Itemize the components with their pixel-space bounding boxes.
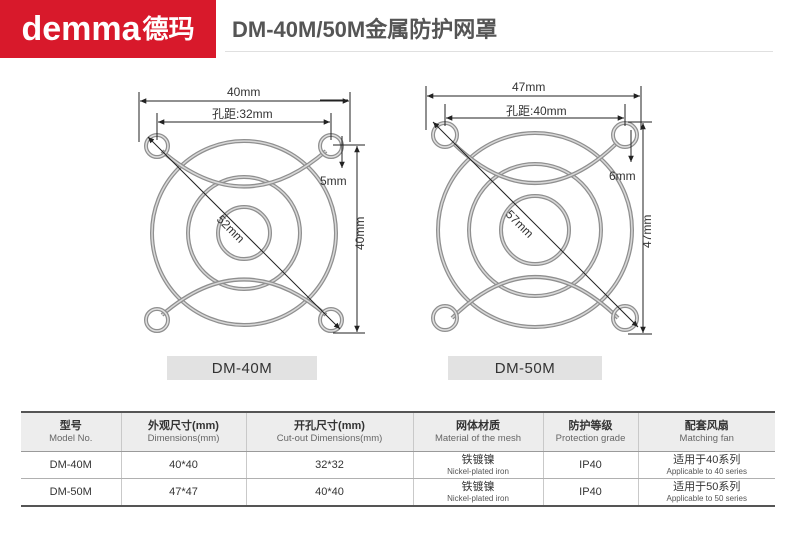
header-cutout: 开孔尺寸(mm) Cut-out Dimensions(mm): [246, 411, 414, 452]
table-row: DM-50M 47*47 40*40 铁镀镍 Nickel-plated iro…: [21, 478, 775, 507]
header-model-en: Model No.: [49, 433, 93, 444]
header-model: 型号 Model No.: [21, 411, 122, 452]
cell-cutout: 32*32: [246, 451, 414, 479]
product-diagrams: 40mm 孔距:32mm 5mm 40mm 52mm 47: [138, 80, 654, 335]
header-fan-en: Matching fan: [679, 433, 734, 444]
header-fan-cn: 配套风扇: [684, 420, 729, 432]
cell-model: DM-50M: [21, 478, 122, 507]
header-grade: 防护等级 Protection grade: [543, 411, 639, 452]
cell-material-cn: 铁镀镍: [461, 480, 495, 493]
cell-fan: 适用于40系列 Applicable to 40 series: [638, 451, 775, 479]
guard-50-width-label: 47mm: [512, 80, 545, 94]
logo-en-text: demma: [21, 10, 141, 48]
logo-cn-text: 德玛: [142, 14, 195, 44]
header-grade-cn: 防护等级: [568, 420, 613, 432]
cell-material: 铁镀镍 Nickel-plated iron: [413, 478, 544, 507]
cell-fan: 适用于50系列 Applicable to 50 series: [638, 478, 775, 507]
cell-fan-cn: 适用于50系列: [673, 480, 741, 493]
cell-dimensions: 40*40: [121, 451, 247, 479]
cell-grade: IP40: [543, 451, 639, 479]
cell-fan-cn: 适用于40系列: [673, 453, 741, 466]
table-header-row: 型号 Model No. 外观尺寸(mm) Dimensions(mm) 开孔尺…: [21, 411, 775, 452]
title-divider: [225, 51, 773, 52]
header-grade-en: Protection grade: [555, 433, 626, 444]
guard-40-pitch-label: 孔距:32mm: [212, 107, 273, 121]
header-material-en: Material of the mesh: [434, 433, 522, 444]
cell-material-cn: 铁镀镍: [461, 453, 495, 466]
guard-50-diagonal-label: 57mm: [503, 207, 536, 240]
guard-40-dimensions: [138, 92, 365, 334]
header-material: 网体材质 Material of the mesh: [413, 411, 544, 452]
cell-cutout: 40*40: [246, 478, 414, 507]
cell-fan-en: Applicable to 40 series: [666, 466, 748, 476]
cell-material-en: Nickel-plated iron: [447, 466, 509, 476]
guard-50-drawing: [431, 121, 639, 332]
header-dimensions-en: Dimensions(mm): [147, 433, 220, 444]
header-cutout-cn: 开孔尺寸(mm): [294, 420, 365, 432]
guard-50-dimensions: [425, 86, 652, 335]
brand-logo: demma 德玛: [0, 0, 216, 58]
header-cutout-en: Cut-out Dimensions(mm): [276, 433, 383, 444]
model-label-40: DM-40M: [167, 356, 317, 380]
cell-material-en: Nickel-plated iron: [447, 493, 509, 503]
cell-material: 铁镀镍 Nickel-plated iron: [413, 451, 544, 479]
header-fan: 配套风扇 Matching fan: [638, 411, 775, 452]
header-dimensions: 外观尺寸(mm) Dimensions(mm): [121, 411, 247, 452]
guard-40-hole-label: 5mm: [320, 174, 347, 188]
cell-model: DM-40M: [21, 451, 122, 479]
model-label-50: DM-50M: [448, 356, 602, 380]
header-dimensions-cn: 外观尺寸(mm): [148, 420, 219, 432]
cell-fan-en: Applicable to 50 series: [666, 493, 748, 503]
table-row: DM-40M 40*40 32*32 铁镀镍 Nickel-plated iro…: [21, 451, 775, 479]
cell-dimensions: 47*47: [121, 478, 247, 507]
guard-50-hole-label: 6mm: [609, 169, 636, 183]
spec-table: 型号 Model No. 外观尺寸(mm) Dimensions(mm) 开孔尺…: [21, 411, 775, 507]
guard-50-height-label: 47mm: [640, 215, 654, 248]
cell-grade: IP40: [543, 478, 639, 507]
guard-40-width-label: 40mm: [227, 85, 260, 99]
guard-50-pitch-label: 孔距:40mm: [506, 104, 567, 118]
page-title: DM-40M/50M金属防护网罩: [232, 17, 498, 42]
header-material-cn: 网体材质: [456, 420, 500, 432]
guard-40-height-label: 40mm: [353, 217, 367, 250]
header-model-cn: 型号: [59, 420, 82, 432]
